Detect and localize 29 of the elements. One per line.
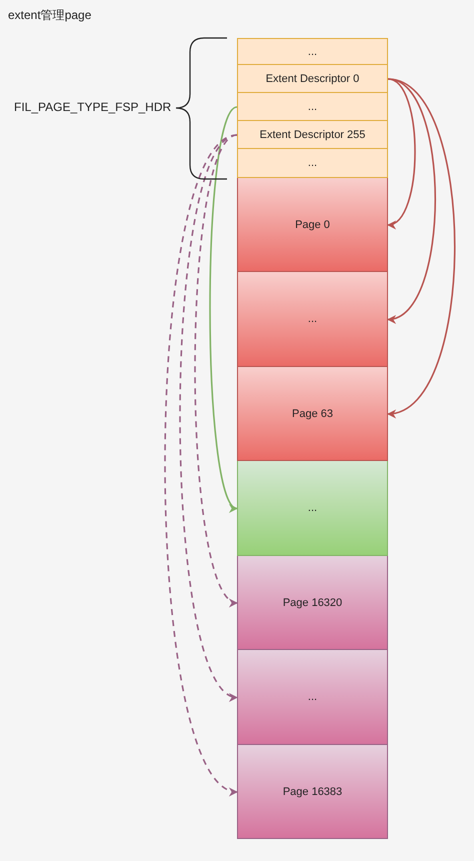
arrow (387, 78, 456, 416)
page-block (237, 556, 388, 650)
arrow (387, 78, 436, 322)
node-label: Page 63 (292, 408, 333, 420)
page-block (237, 745, 388, 839)
node-label: ... (308, 691, 318, 703)
node-label: ... (308, 46, 318, 58)
page-block (237, 272, 388, 367)
page-block (237, 367, 388, 461)
node-label: Page 0 (295, 218, 330, 230)
page-block (237, 650, 388, 745)
page-block (237, 461, 388, 556)
brace-label: FIL_PAGE_TYPE_FSP_HDR (14, 100, 172, 114)
node-label: ... (308, 502, 318, 514)
node-label: Page 16320 (282, 596, 342, 608)
header-row (237, 121, 388, 149)
node-label: Page 16383 (282, 786, 342, 798)
node-label: ... (308, 313, 318, 325)
node-label: ... (308, 157, 318, 169)
node-label: Extent Descriptor 255 (260, 128, 366, 140)
header-row (237, 93, 388, 121)
page-block (237, 178, 388, 272)
arrow (387, 78, 416, 227)
header-row (237, 65, 388, 93)
node-label: ... (308, 100, 318, 112)
header-row (237, 149, 388, 178)
node-label: Extent Descriptor 0 (266, 72, 360, 84)
header-row (237, 38, 388, 65)
title: extent管理page (8, 7, 92, 24)
